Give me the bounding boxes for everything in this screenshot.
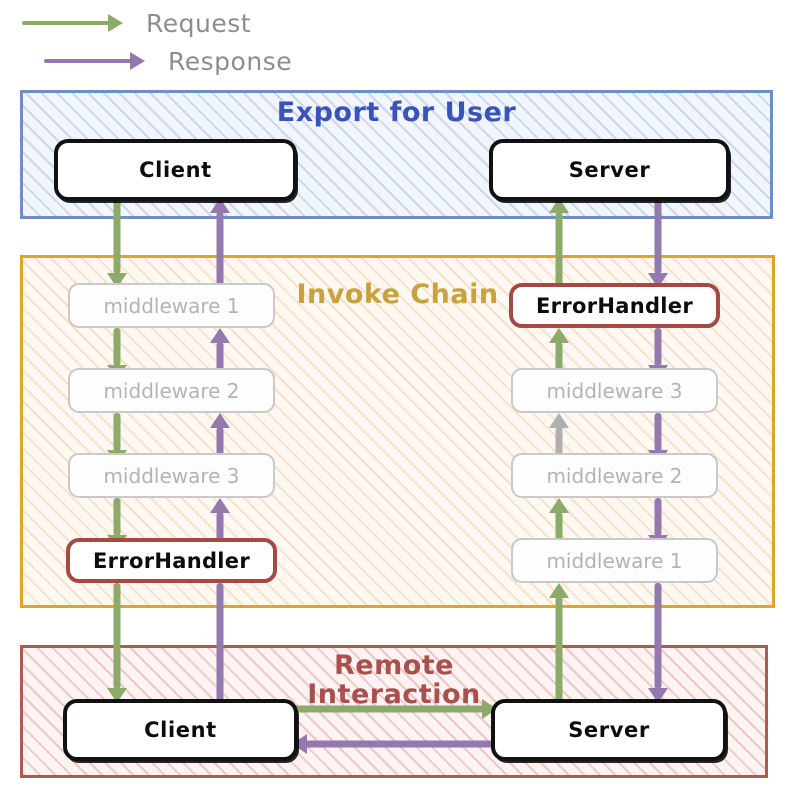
node-label: ErrorHandler [93,548,250,573]
arrow-response-mw1-to-client [206,198,234,288]
panel-title-invoke: Invoke Chain [296,279,499,310]
arrow-request-remote-server-to-mw1r [545,583,573,703]
node-label: middleware 1 [546,548,683,573]
arrow-request-remote-client-to-server [292,696,497,722]
arrow-response-remote-server-to-client [292,731,497,757]
node-export-server[interactable]: Server [489,139,730,201]
arrow-response-server-to-errorhandler [644,198,672,288]
panel-title-remote-line1: Remote [333,650,454,681]
node-chain-left-middleware-2[interactable]: middleware 2 [68,368,275,413]
node-chain-left-middleware-1[interactable]: middleware 1 [68,283,275,328]
arrow-response-remote-client-to-errorhandler [206,583,234,703]
arrow-response-mw1r-to-remote-server [644,583,672,703]
legend-item-response: Response [44,44,292,78]
node-label: middleware 1 [103,293,240,318]
panel-title-export: Export for User [276,97,517,128]
legend-item-request: Request [22,6,251,40]
panel-title-remote-line2: Interaction [307,679,481,711]
node-chain-right-middleware-2[interactable]: middleware 2 [511,453,718,498]
node-label: middleware 2 [546,463,683,488]
node-chain-left-middleware-3[interactable]: middleware 3 [68,453,275,498]
legend-label-request: Request [146,8,252,38]
node-label: middleware 2 [103,378,240,403]
node-chain-right-errorhandler[interactable]: ErrorHandler [509,283,720,328]
node-label: Server [568,158,651,182]
node-label: middleware 3 [546,378,683,403]
legend: Request Response [22,4,322,84]
arrow-request-mw2r-to-mw3r [545,413,573,465]
node-remote-client[interactable]: Client [63,699,298,761]
arrow-response-errorhandler-to-mw3 [206,498,234,550]
node-label: Server [568,718,650,742]
arrow-right-icon [44,52,145,70]
node-label: ErrorHandler [536,293,693,318]
arrow-request-errorhandler-to-remote-client [103,583,131,703]
arrow-response-mw3-to-mw2 [206,413,234,465]
arrow-response-mw2-to-mw1 [206,328,234,380]
node-chain-right-middleware-3[interactable]: middleware 3 [511,368,718,413]
node-chain-right-middleware-1[interactable]: middleware 1 [511,538,718,583]
arrow-right-icon [22,14,123,32]
panel-title-remote: Remote Interaction [23,651,765,709]
arrow-request-mw3r-to-errorhandler [545,328,573,380]
node-label: Client [139,158,212,182]
arrow-request-client-to-mw1 [103,198,131,288]
legend-label-response: Response [168,46,293,76]
arrow-request-errorhandler-to-server [545,198,573,288]
node-label: middleware 3 [103,463,240,488]
node-chain-left-errorhandler[interactable]: ErrorHandler [66,538,277,583]
node-label: Client [144,718,217,742]
node-remote-server[interactable]: Server [491,699,727,761]
arrow-request-mw1r-to-mw2r [545,498,573,550]
node-export-client[interactable]: Client [54,139,297,201]
